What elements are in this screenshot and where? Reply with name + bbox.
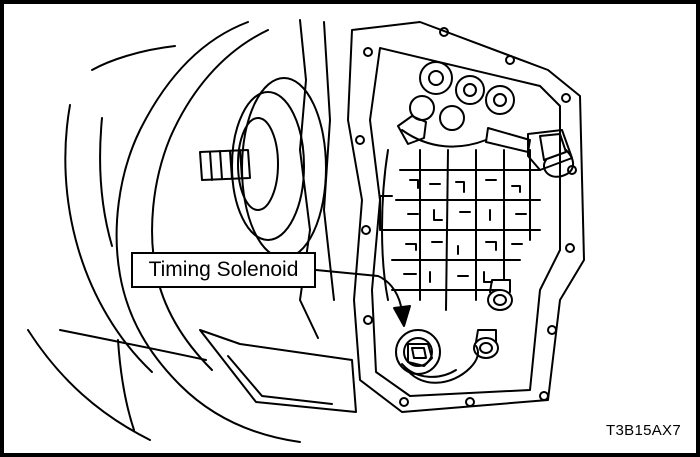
timing-solenoid-part: [395, 329, 479, 384]
lower-fittings: [473, 279, 513, 359]
figure-code: T3B15AX7: [606, 422, 681, 439]
transmission-housing: [27, 19, 357, 443]
callout-leader-arrow: [315, 269, 411, 327]
input-shaft: [199, 77, 327, 259]
callout-label: Timing Solenoid: [148, 258, 299, 281]
callout-label-box: Timing Solenoid: [131, 252, 316, 288]
upper-solenoid-harness: [397, 115, 574, 178]
valve-body: [347, 21, 585, 413]
